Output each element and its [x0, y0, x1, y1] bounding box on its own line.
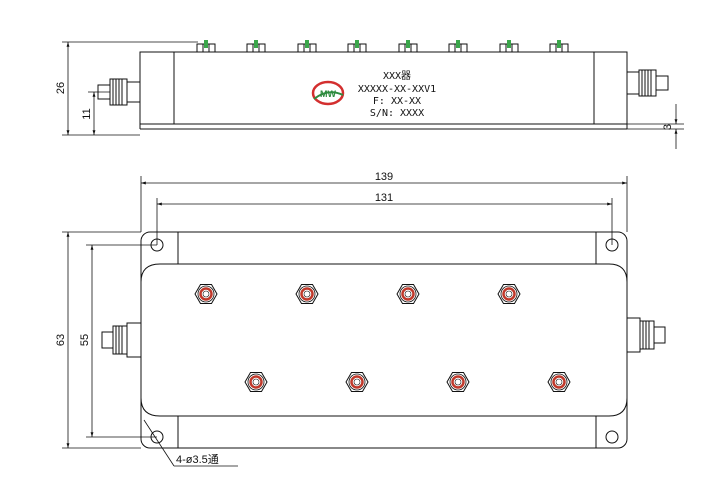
tuning-nut	[396, 284, 420, 304]
side-tuning-screw	[549, 40, 569, 53]
tuning-nut	[497, 284, 521, 304]
side-tuning-screw	[196, 40, 216, 53]
side-tuning-screw	[448, 40, 468, 53]
jmw-logo-icon: MW	[311, 80, 345, 106]
side-right-connector	[626, 69, 669, 97]
svg-text:MW: MW	[320, 89, 336, 99]
hole-leader	[143, 419, 175, 467]
top-tuning-nuts	[194, 284, 571, 392]
tuning-nut	[547, 372, 571, 392]
label-line-4: S/N: XXXX	[370, 108, 424, 119]
side-tuning-screws	[196, 40, 569, 53]
side-tuning-screw	[246, 40, 266, 53]
side-tuning-screw	[499, 40, 519, 53]
dim-hole-spacing-length: 131	[375, 192, 393, 204]
tuning-nut	[244, 372, 268, 392]
dim-overall-width: 63	[55, 334, 67, 346]
inner-body-outline	[140, 232, 628, 448]
dim-connector-height: 11	[81, 108, 93, 119]
label-line-3: F: XX-XX	[373, 96, 421, 107]
tuning-nut	[295, 284, 319, 304]
tuning-nut	[194, 284, 218, 304]
top-right-connector	[626, 317, 666, 353]
dim-overall-length: 139	[375, 171, 393, 183]
top-dimensions	[62, 176, 628, 467]
top-left-connector	[101, 322, 142, 358]
dim-flange-offset: 3	[662, 124, 674, 130]
tuning-nut	[446, 372, 470, 392]
side-dimensions	[62, 41, 684, 149]
dim-hole-spacing-width: 55	[79, 334, 91, 346]
label-line-1: XXX器	[383, 70, 411, 82]
top-view	[101, 231, 666, 449]
mounting-hole-br	[605, 430, 619, 444]
label-line-2: XXXXX-XX-XXV1	[358, 84, 436, 95]
tuning-nut	[345, 372, 369, 392]
side-tuning-screw	[297, 40, 317, 53]
mounting-holes-callout: 4-ø3.5通	[176, 453, 219, 466]
side-tuning-screw	[347, 40, 367, 53]
dim-total-height: 26	[55, 82, 67, 94]
side-tuning-screw	[398, 40, 418, 53]
